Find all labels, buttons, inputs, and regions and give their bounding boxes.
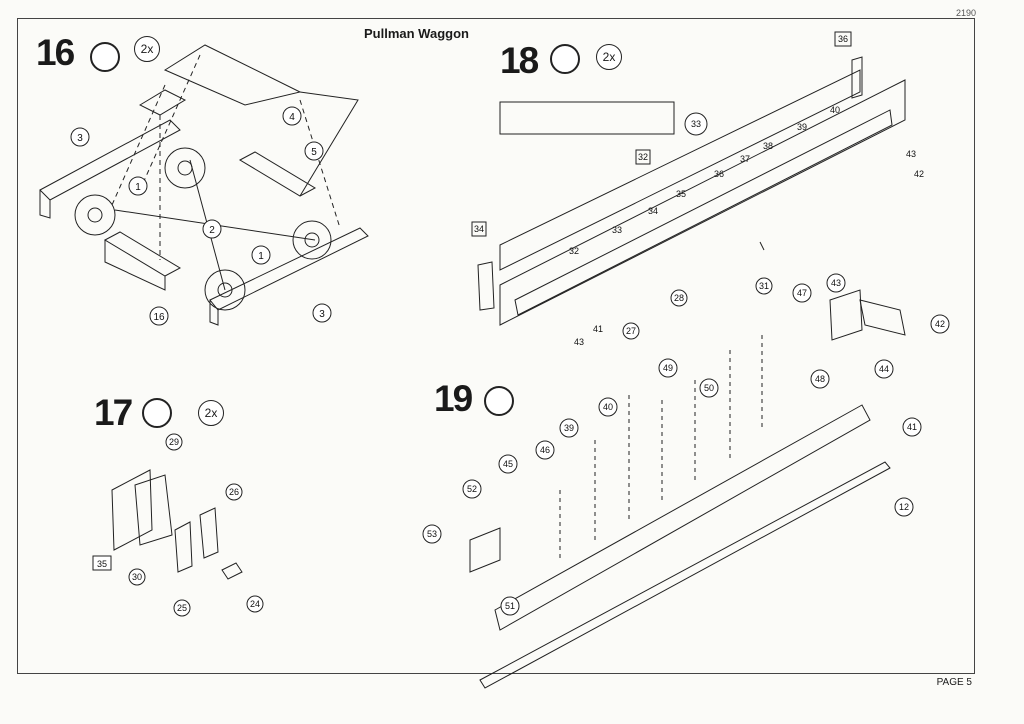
svg-text:40: 40 [830, 105, 840, 115]
svg-text:47: 47 [797, 288, 807, 298]
callout-16: 16 [153, 312, 165, 323]
svg-text:35: 35 [676, 189, 686, 199]
step-19-number: 19 [434, 378, 473, 419]
svg-text:25: 25 [177, 603, 187, 613]
svg-text:41: 41 [593, 324, 603, 334]
callout-2: 2 [209, 225, 215, 236]
svg-text:36: 36 [838, 34, 848, 44]
page-frame [17, 18, 975, 674]
glue-bottle-icon [90, 42, 120, 72]
callout-1: 1 [135, 182, 141, 193]
svg-text:52: 52 [467, 484, 477, 494]
step-16-multiplier: 2x [134, 36, 160, 62]
svg-text:39: 39 [797, 122, 807, 132]
svg-text:32: 32 [638, 152, 648, 162]
callout-1b: 1 [258, 251, 264, 262]
svg-text:51: 51 [505, 601, 515, 611]
callout-3b: 3 [319, 309, 325, 320]
svg-text:37: 37 [740, 154, 750, 164]
callout-4: 4 [289, 112, 295, 123]
svg-text:27: 27 [626, 326, 636, 336]
svg-text:12: 12 [899, 502, 909, 512]
svg-text:28: 28 [674, 293, 684, 303]
page-code: 2190 [955, 8, 976, 18]
svg-text:48: 48 [815, 374, 825, 384]
svg-text:42: 42 [935, 319, 945, 329]
svg-text:34: 34 [648, 206, 658, 216]
step-17-multiplier: 2x [198, 400, 224, 426]
svg-text:29: 29 [169, 437, 179, 447]
svg-text:35: 35 [97, 559, 107, 569]
glue-bottle-icon [550, 44, 580, 74]
step-16-number: 16 [36, 32, 75, 73]
svg-text:44: 44 [879, 364, 889, 374]
svg-text:32: 32 [569, 246, 579, 256]
step-18-number: 18 [500, 40, 539, 81]
page-number: PAGE 5 [936, 677, 972, 688]
svg-text:36: 36 [714, 169, 724, 179]
page-title: Pullman Waggon [364, 26, 469, 41]
svg-text:39: 39 [564, 423, 574, 433]
svg-text:24: 24 [250, 599, 260, 609]
step-18-multiplier: 2x [596, 44, 622, 70]
svg-text:50: 50 [704, 383, 714, 393]
glue-bottle-icon [142, 398, 172, 428]
svg-text:43: 43 [906, 149, 916, 159]
glue-bottle-icon [484, 386, 514, 416]
svg-text:46: 46 [540, 445, 550, 455]
svg-text:33: 33 [612, 225, 622, 235]
svg-text:30: 30 [132, 572, 142, 582]
svg-text:43: 43 [574, 337, 584, 347]
svg-text:40: 40 [603, 402, 613, 412]
step-17-number: 17 [94, 392, 133, 433]
svg-text:43: 43 [831, 278, 841, 288]
svg-text:53: 53 [427, 529, 437, 539]
svg-text:42: 42 [914, 169, 924, 179]
callout-5: 5 [311, 147, 317, 158]
svg-text:49: 49 [663, 363, 673, 373]
svg-text:38: 38 [763, 141, 773, 151]
svg-text:45: 45 [503, 459, 513, 469]
svg-text:41: 41 [907, 422, 917, 432]
svg-text:34: 34 [474, 224, 484, 234]
svg-text:31: 31 [759, 281, 769, 291]
callout-3: 3 [77, 133, 83, 144]
svg-text:33: 33 [691, 119, 701, 129]
svg-text:26: 26 [229, 487, 239, 497]
